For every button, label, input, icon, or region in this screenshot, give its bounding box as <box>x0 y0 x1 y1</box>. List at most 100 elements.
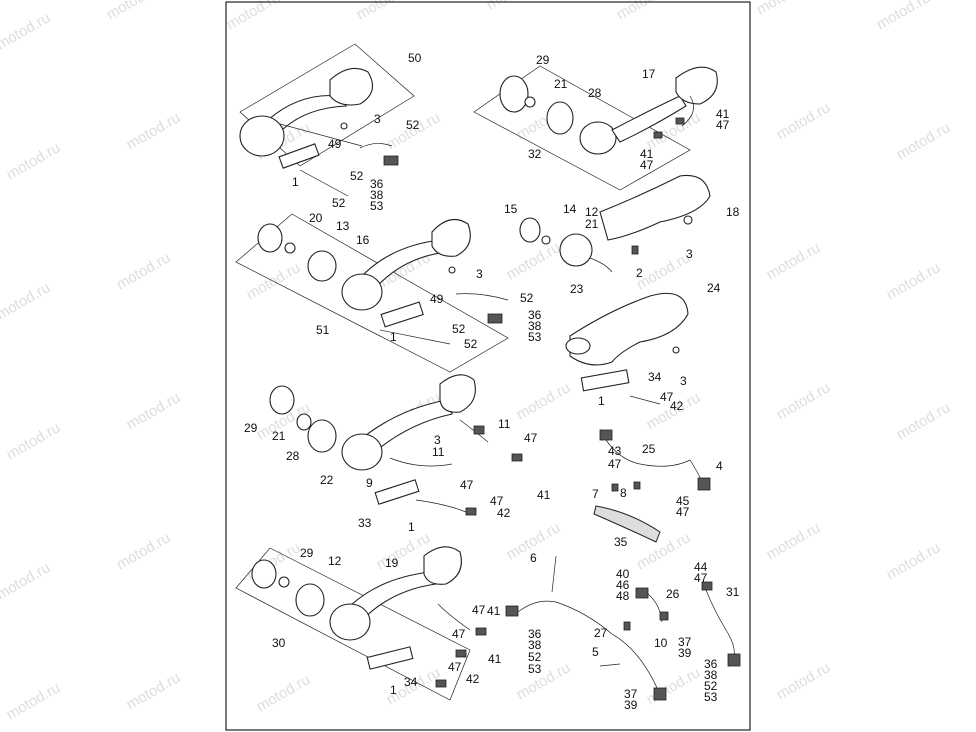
callout-label: 47 <box>472 603 486 617</box>
callout-label: 53 <box>528 330 542 344</box>
callout-label: 21 <box>585 217 599 231</box>
callout-label: 38 <box>370 188 384 202</box>
callout-label: 52 <box>350 169 364 183</box>
assembly-22 <box>269 374 523 516</box>
harness-26-27-31 <box>505 555 741 701</box>
callout-label: 12 <box>328 554 342 568</box>
callout-label: 27 <box>594 626 608 640</box>
watermark-text: motod.ru <box>224 0 284 33</box>
callout-label: 25 <box>642 442 656 456</box>
callout-label: 42 <box>466 672 480 686</box>
watermark-text: motod.ru <box>0 9 53 53</box>
callout-label: 47 <box>452 627 466 641</box>
watermark-text: motod.ru <box>4 139 64 183</box>
callout-label: 47 <box>460 478 474 492</box>
callout-label: 13 <box>336 219 350 233</box>
watermark-text: motod.ru <box>124 669 184 713</box>
watermark-text: motod.ru <box>254 671 314 715</box>
watermark-text: motod.ru <box>894 119 954 163</box>
callout-label: 34 <box>404 675 418 689</box>
callout-label: 3 <box>374 112 381 126</box>
callout-label: 43 <box>608 444 622 458</box>
callout-label: 42 <box>497 506 511 520</box>
callout-label: 22 <box>320 473 334 487</box>
callout-label: 30 <box>272 636 286 650</box>
callout-label: 28 <box>588 86 602 100</box>
callout-label: 34 <box>648 370 662 384</box>
watermark-text: motod.ru <box>884 259 944 303</box>
callout-label: 47 <box>716 118 730 132</box>
callout-label: 37 <box>678 635 692 649</box>
watermark-text: motod.ru <box>124 389 184 433</box>
callout-label: 51 <box>316 323 330 337</box>
callout-label: 29 <box>244 421 258 435</box>
watermark-text: motod.ru <box>774 379 834 423</box>
callout-label: 47 <box>640 158 654 172</box>
callout-label: 38 <box>704 668 718 682</box>
callout-label: 1 <box>292 175 299 189</box>
watermark-text: motod.ru <box>114 529 174 573</box>
callout-label: 29 <box>536 53 550 67</box>
callout-label: 41 <box>640 147 654 161</box>
callout-label: 35 <box>614 535 628 549</box>
watermark-text: motod.ru <box>894 399 954 443</box>
callout-label: 1 <box>408 520 415 534</box>
callout-label: 38 <box>528 638 542 652</box>
watermark-text: motod.ru <box>614 0 674 23</box>
callout-label: 28 <box>286 449 300 463</box>
callout-label: 8 <box>620 486 627 500</box>
callout-label: 52 <box>452 322 466 336</box>
callout-label: 18 <box>726 205 740 219</box>
watermark-text: motod.ru <box>514 379 574 423</box>
callout-label: 6 <box>530 551 537 565</box>
callout-label: 26 <box>666 587 680 601</box>
assembly-30 <box>235 546 487 701</box>
watermark-text: motod.ru <box>754 0 814 18</box>
watermark-text: motod.ru <box>104 0 164 23</box>
callout-label: 45 <box>676 494 690 508</box>
callout-label: 49 <box>328 137 342 151</box>
callout-label: 36 <box>528 308 542 322</box>
callout-label: 4 <box>716 459 723 473</box>
watermark-text: motod.ru <box>644 664 704 708</box>
callout-label: 41 <box>488 652 502 666</box>
callout-label: 20 <box>309 211 323 225</box>
watermark-text: motod.ru <box>774 99 834 143</box>
callout-label: 36 <box>704 657 718 671</box>
callout-label: 36 <box>528 627 542 641</box>
callout-label: 40 <box>616 567 630 581</box>
callout-label: 23 <box>570 282 584 296</box>
callout-label: 39 <box>678 646 692 660</box>
callout-label: 47 <box>660 390 674 404</box>
assembly-32 <box>473 65 718 191</box>
watermark-text: motod.ru <box>354 0 414 23</box>
callout-label: 29 <box>300 546 314 560</box>
callout-label: 16 <box>356 233 370 247</box>
callout-label: 42 <box>670 399 684 413</box>
callout-label: 3 <box>686 247 693 261</box>
callout-label: 46 <box>616 578 630 592</box>
watermark-text: motod.ru <box>764 519 824 563</box>
callout-label: 50 <box>408 51 422 65</box>
callout-label: 41 <box>537 488 551 502</box>
watermark-text: motod.ru <box>514 659 574 703</box>
bracket-24 <box>565 292 689 405</box>
callout-label: 21 <box>554 77 568 91</box>
assembly-50 <box>239 43 415 197</box>
watermark-text: motod.ru <box>0 559 53 603</box>
callout-label: 47 <box>676 505 690 519</box>
callout-label: 39 <box>624 698 638 712</box>
callout-label: 52 <box>704 679 718 693</box>
callout-label: 21 <box>272 429 286 443</box>
callout-label: 47 <box>448 660 462 674</box>
callout-label: 15 <box>504 202 518 216</box>
callout-label: 1 <box>390 683 397 697</box>
bracket-18 <box>519 174 711 273</box>
callout-label: 17 <box>642 67 656 81</box>
callout-label: 10 <box>654 636 668 650</box>
callout-label: 37 <box>624 687 638 701</box>
callout-label: 3 <box>434 433 441 447</box>
callout-label: 41 <box>716 107 730 121</box>
callout-label: 53 <box>370 199 384 213</box>
harness-25 <box>593 429 711 543</box>
